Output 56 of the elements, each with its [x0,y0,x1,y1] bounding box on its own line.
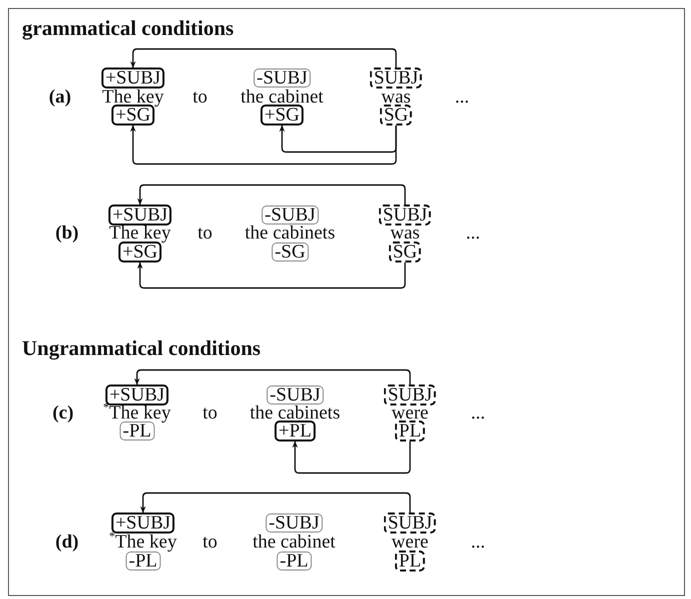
feature-box: +SG [118,242,162,262]
sentence-word: was [381,88,411,106]
feature-box: -SUBJ [266,386,324,404]
sentence-word: to [202,404,218,422]
ellipsis: ... [466,224,480,242]
condition-label: (d) [55,534,79,550]
sentence-word: the cabinet [240,88,324,106]
feature-box: +SUBJ [111,512,175,534]
sentence-word: were [392,404,428,422]
sentence-word: were [392,534,428,550]
sentence-word: The key [109,224,171,242]
dashed-feature-box: SG [388,242,422,262]
dashed-feature-box: SUBJ [384,384,436,406]
ellipsis: ... [470,534,486,550]
agreement-arrow [130,48,397,68]
feature-box: +SG [112,104,154,126]
sentence-word: to [202,534,218,550]
agreement-arrow [137,262,406,289]
feature-box: -PL [276,552,312,570]
ellipsis: ... [470,404,486,422]
feature-box: -PL [120,422,154,440]
agreement-arrow [292,440,411,474]
dashed-feature-box: SUBJ [370,68,422,88]
sentence-word: $^{*}$The key [103,404,171,422]
agreement-arrow [279,124,397,153]
sentence-word: the cabinets [244,224,336,242]
dashed-feature-box: PL [394,550,426,572]
feature-box: -SUBJ [262,206,318,224]
condition-label: (a) [48,88,72,106]
agreement-arrow [140,492,411,514]
dashed-feature-box: SG [380,104,412,126]
feature-box: -SUBJ [266,514,322,532]
feature-box: +SUBJ [101,68,165,88]
sentence-word: the cabinet [252,534,336,550]
agreement-arrow [137,184,406,206]
condition-label: (b) [55,224,79,242]
sentence-word: $^{*}$The key [109,534,177,550]
feature-box: -SUBJ [254,68,310,88]
dashed-feature-box: PL [394,420,426,442]
sentence-word: was [390,224,420,242]
condition-label: (c) [52,404,74,422]
feature-box: +SG [260,104,304,126]
ellipsis: ... [454,88,470,106]
agreement-arrow [130,124,397,165]
feature-box: +SUBJ [108,204,172,226]
sentence-word: The key [102,88,164,106]
sentence-word: to [192,88,208,106]
feature-box: +PL [274,420,316,442]
section-heading: Ungrammatical conditions [22,336,261,360]
sentence-word: to [198,224,212,242]
section-heading: grammatical conditions [22,16,234,40]
dashed-feature-box: SUBJ [378,204,432,226]
sentence-word: the cabinets [250,404,340,422]
feature-box: -SG [272,242,308,262]
feature-box: -PL [126,552,160,570]
dashed-feature-box: SUBJ [384,512,436,534]
